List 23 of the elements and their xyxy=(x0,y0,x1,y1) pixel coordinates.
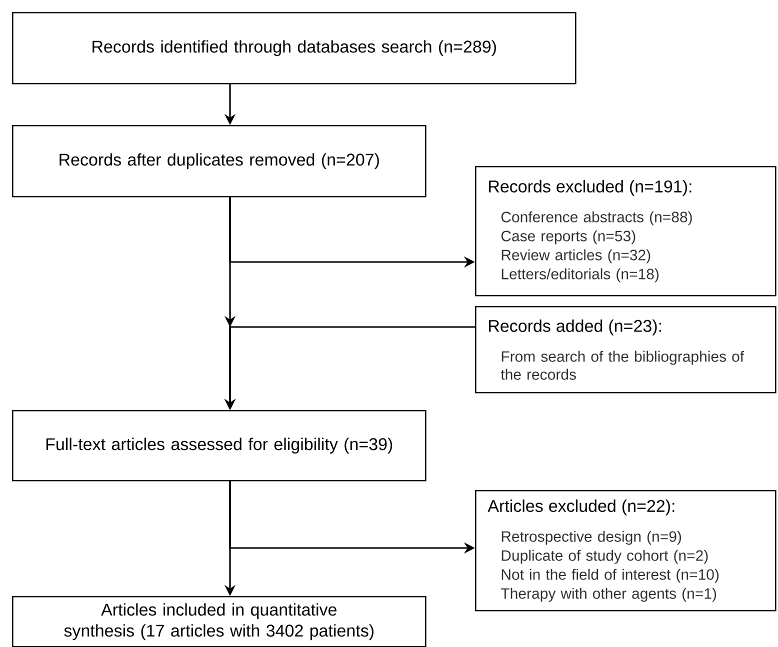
box-text: Records after duplicates removed (n=207) xyxy=(60,153,379,170)
box-heading: Records excluded (n=191): xyxy=(489,180,692,196)
flow-box xyxy=(475,306,776,394)
flow-box xyxy=(12,596,426,647)
flow-box xyxy=(12,12,576,84)
box-heading: Articles excluded (n=22): xyxy=(488,500,674,516)
flow-box xyxy=(12,125,426,198)
box-text: Full-text articles assessed for eligibility (n=39) xyxy=(46,438,392,454)
list-item: From search of the bibliographies of the records xyxy=(500,350,744,380)
list-item: Therapy with other agents (n=1) xyxy=(500,588,716,602)
list-item: Letters/editorials (n=18) xyxy=(502,268,659,282)
flow-box xyxy=(475,490,776,612)
list-item: Review articles (n=32) xyxy=(502,249,650,264)
flow-box xyxy=(12,410,426,482)
list-item: Case reports (n=53) xyxy=(501,230,636,244)
list-item: Conference abstracts (n=88) xyxy=(501,211,692,226)
box-heading: Records added (n=23): xyxy=(489,320,661,336)
list-item: Not in the field of interest (n=10) xyxy=(502,568,719,583)
list-item: Duplicate of study cohort (n=2) xyxy=(502,550,708,564)
box-text: Articles included in quantitative synthesis (17 articles with 3402 patients) xyxy=(64,603,374,640)
flow-box xyxy=(475,166,776,296)
box-text: Records identified through databases search (n=289) xyxy=(92,40,496,56)
list-item: Retrospective design (n=9) xyxy=(502,530,682,545)
